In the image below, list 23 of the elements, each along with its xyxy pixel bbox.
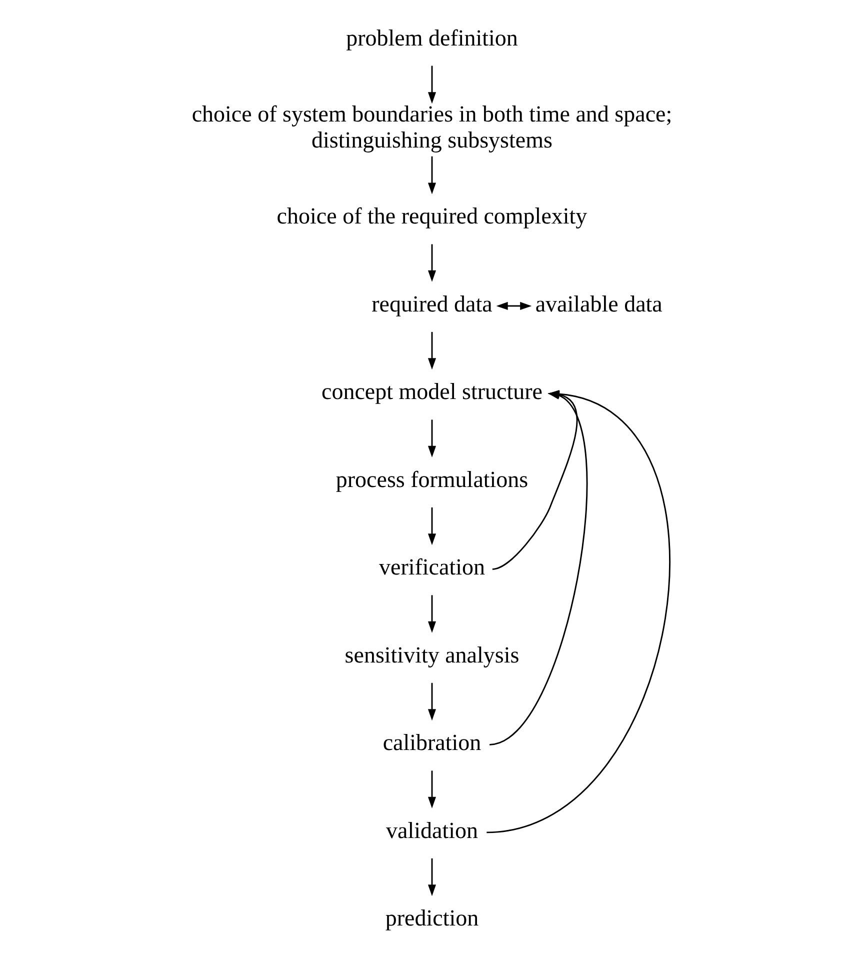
arrow xyxy=(428,332,436,370)
arrow xyxy=(428,682,436,721)
node-text: concept model structure xyxy=(322,378,542,404)
arrow xyxy=(428,420,436,458)
arrow xyxy=(428,66,436,104)
arrow xyxy=(428,770,436,808)
node-text: choice of system boundaries in both time and space; distinguishing subsystems xyxy=(192,100,672,152)
arrow xyxy=(428,507,436,546)
node-text: sensitivity analysis xyxy=(344,641,520,668)
arrow xyxy=(428,595,436,633)
node-text: choice of the required complexity xyxy=(276,202,588,229)
arrow xyxy=(428,156,436,194)
arrow xyxy=(496,302,532,310)
node-text: required data xyxy=(372,290,492,316)
node-text: process formulations xyxy=(336,466,528,492)
node-text: verification xyxy=(378,554,486,580)
arrow xyxy=(428,858,436,896)
arrow xyxy=(428,244,436,282)
node-text: validation xyxy=(386,816,478,843)
node-text: prediction xyxy=(385,904,479,931)
node-text: calibration xyxy=(382,729,482,756)
node-text: problem definition xyxy=(346,24,518,50)
node-text: available data xyxy=(535,290,662,316)
